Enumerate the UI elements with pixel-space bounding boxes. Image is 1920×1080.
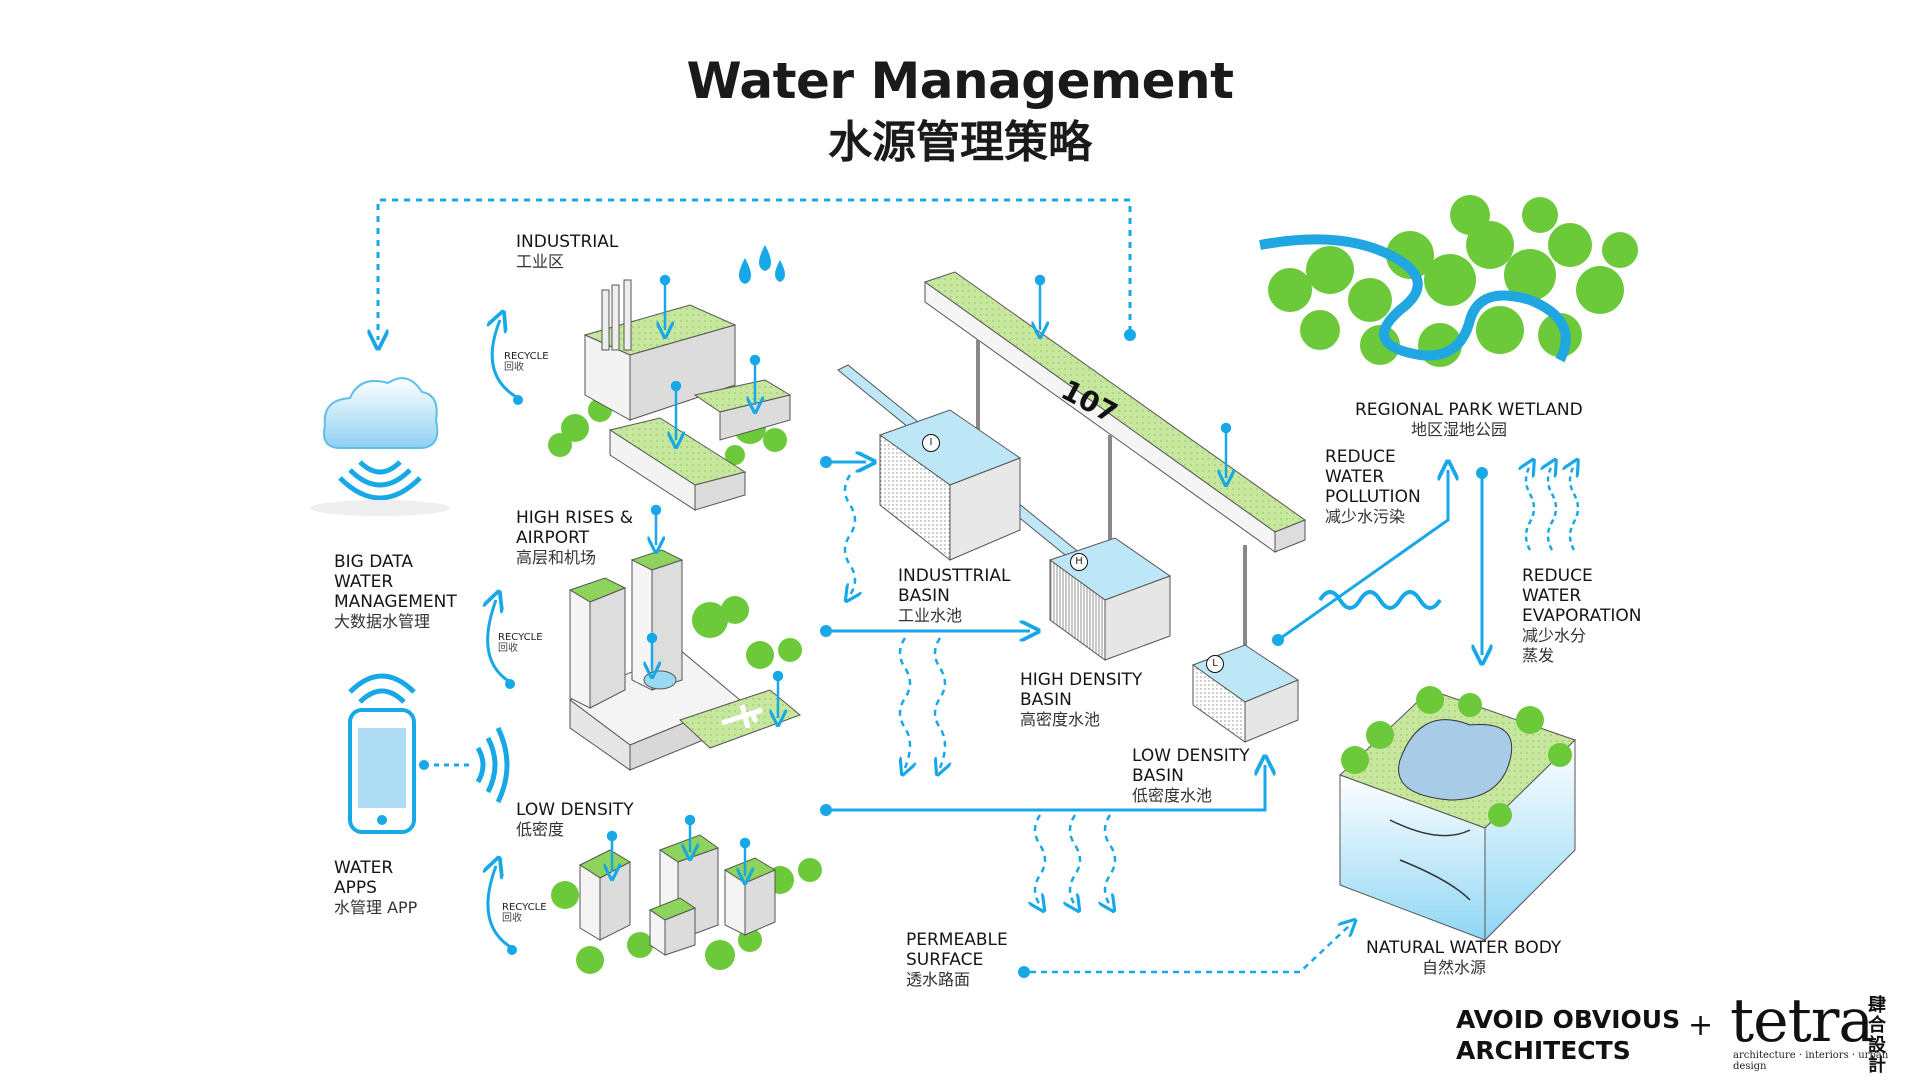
pollution-zigzag (1318, 590, 1442, 610)
tetra-tagline: architecture · interiors · urban design (1733, 1050, 1889, 1072)
loop-start-dot (1124, 329, 1136, 341)
low-density-basin-badge: L (1206, 655, 1224, 673)
high-density-basin-label: HIGH DENSITY BASIN 高密度水池 (1020, 670, 1143, 729)
industrial-basin-badge: I (922, 434, 940, 452)
industrial-label: INDUSTRIAL 工业区 (516, 232, 619, 271)
data-feedback-loop (378, 198, 1132, 340)
evaporation-label: REDUCE WATER EVAPORATION 减少水分 蒸发 (1522, 566, 1642, 665)
high-density-basin (1048, 537, 1172, 661)
tetra-logo: tetra (1730, 986, 1874, 1056)
low-density-basin-label: LOW DENSITY BASIN 低密度水池 (1132, 746, 1250, 805)
road-107 (923, 271, 1307, 650)
infiltration-arrows (845, 474, 1350, 974)
page-title: Water Management (686, 52, 1234, 110)
big-data-label: BIG DATA WATER MANAGEMENT 大数据水管理 (334, 552, 457, 631)
highrise-airport-buildings (568, 504, 802, 771)
permeable-surface-label: PERMEABLE SURFACE 透水路面 (906, 930, 1008, 989)
page-title-chinese: 水源管理策略 (828, 117, 1092, 168)
industrial-building (548, 245, 792, 511)
phone-signal (419, 726, 510, 804)
pollution-label: REDUCE WATER POLLUTION 减少水污染 (1325, 447, 1421, 526)
natural-water-label: NATURAL WATER BODY 自然水源 (1366, 938, 1562, 977)
tetra-logo-chinese: 肆合設計 (1868, 995, 1886, 1076)
brand-plus: + (1688, 1008, 1714, 1043)
high-density-basin-badge: H (1070, 553, 1088, 571)
wetland-park (1259, 195, 1638, 367)
avoid-obvious-logo: AVOID OBVIOUS ARCHITECTS (1456, 1005, 1681, 1065)
recycle-arrows (488, 320, 523, 955)
flow-arrows (826, 462, 1482, 812)
industrial-basin-label: INDUSTTRIAL BASIN 工业水池 (898, 566, 1011, 625)
low-density-buildings (551, 814, 822, 974)
flow-dots (820, 456, 1488, 978)
evaporation-arrows (1526, 466, 1578, 551)
phone-icon (348, 673, 416, 834)
cloud-icon (310, 377, 450, 516)
low-density-label: LOW DENSITY 低密度 (516, 800, 634, 839)
natural-water-body (1339, 686, 1576, 942)
wetland-label: REGIONAL PARK WETLAND 地区湿地公园 (1355, 400, 1583, 439)
water-apps-label: WATER APPS 水管理 APP (334, 858, 418, 917)
highrises-label: HIGH RISES & AIRPORT 高层和机场 (516, 508, 633, 567)
